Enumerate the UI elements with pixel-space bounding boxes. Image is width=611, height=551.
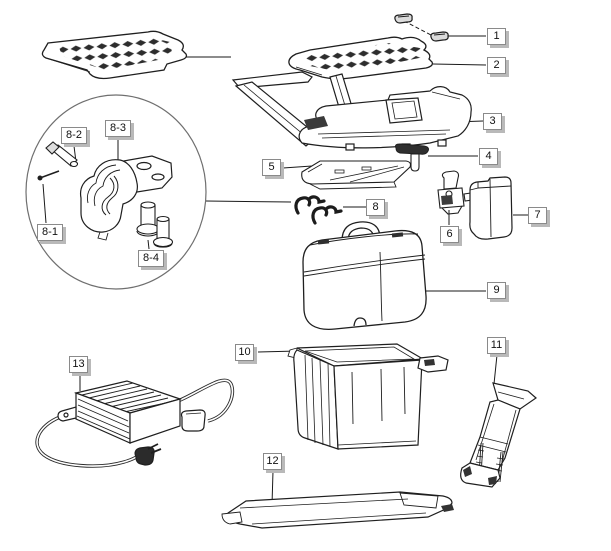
base-panel <box>221 491 454 529</box>
callout-8-1: 8-1 <box>37 224 63 241</box>
side-cover <box>469 176 513 240</box>
battery-charger <box>35 378 235 468</box>
callout-7: 7 <box>528 207 547 224</box>
hinge-pin <box>395 143 429 172</box>
tread-plate-left <box>41 30 188 80</box>
leader-lines <box>42 20 528 506</box>
callout-6: 6 <box>440 226 459 243</box>
tread-plate-right <box>288 36 434 80</box>
callout-3: 3 <box>483 113 502 130</box>
detail-circle <box>25 94 207 290</box>
cotter-pin <box>37 170 60 181</box>
callout-1: 1 <box>487 28 506 45</box>
clevis-bolt <box>45 141 79 168</box>
callout-8-3: 8-3 <box>105 120 131 137</box>
callout-11: 11 <box>487 337 506 354</box>
callout-2: 2 <box>487 57 506 74</box>
clamp-bracket <box>79 155 173 241</box>
support-plate <box>301 160 412 190</box>
callout-8: 8 <box>366 199 385 216</box>
callout-8-4: 8-4 <box>138 250 164 267</box>
callout-13: 13 <box>69 356 88 373</box>
fastener-caps <box>394 13 449 42</box>
spacer-bushings <box>136 201 174 248</box>
callout-8-2: 8-2 <box>61 127 87 144</box>
callout-10: 10 <box>235 344 254 361</box>
floor-frame <box>231 71 472 151</box>
battery-tray <box>287 343 449 450</box>
support-bracket <box>460 382 537 488</box>
battery-box <box>302 221 427 330</box>
retainer-clips <box>294 195 343 225</box>
callout-5: 5 <box>262 159 281 176</box>
callout-12: 12 <box>263 453 282 470</box>
latch-lock <box>437 170 473 215</box>
callout-9: 9 <box>487 282 506 299</box>
callout-4: 4 <box>479 148 498 165</box>
